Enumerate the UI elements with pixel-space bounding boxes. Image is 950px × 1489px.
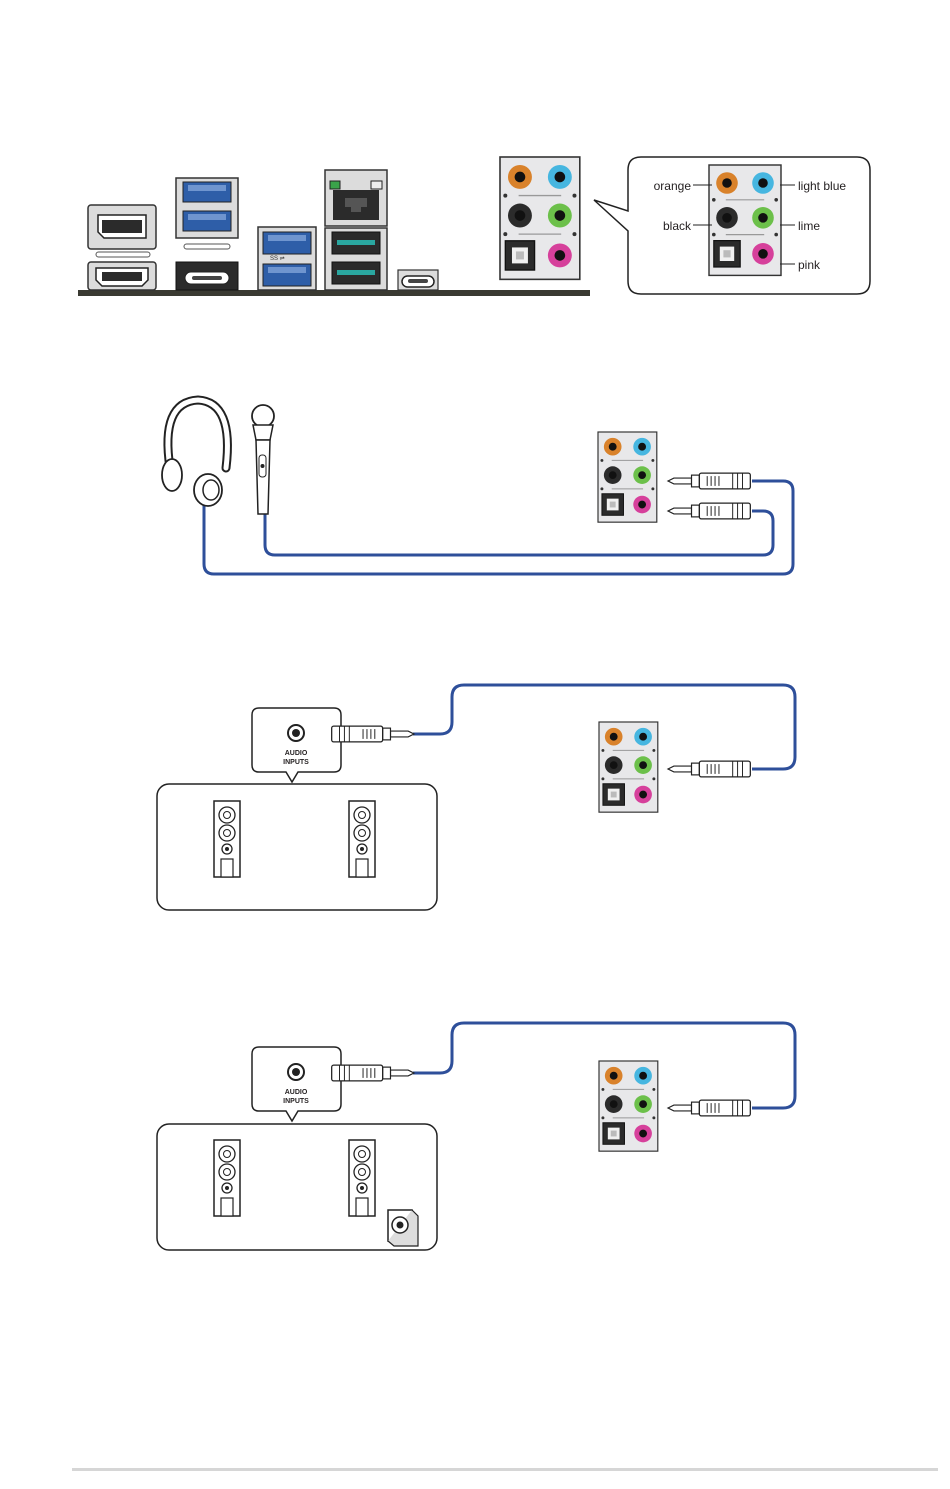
audio-plug-icon <box>668 503 750 519</box>
jack-color-legend: orange light blue black lime pink <box>594 157 870 294</box>
audio-inputs-box: AUDIO INPUTS <box>252 1047 341 1121</box>
legend-lime-label: lime <box>798 219 820 233</box>
mic-cable <box>265 511 773 555</box>
audio-plug-icon <box>668 761 750 777</box>
audio-plug-icon <box>668 473 750 489</box>
audio-jack-panel <box>598 432 657 522</box>
legend-orange-label: orange <box>654 179 692 193</box>
audio-jack-panel <box>599 722 658 812</box>
speaker-icon <box>214 801 240 877</box>
speaker-subwoofer-connection: AUDIO INPUTS <box>157 1023 795 1250</box>
subwoofer-icon <box>388 1210 418 1246</box>
audio-jack-panel <box>500 157 580 279</box>
speaker-icon <box>349 1140 375 1216</box>
microphone-icon <box>252 405 274 514</box>
dual-usb-a-icon: SS ⇌ <box>258 227 316 290</box>
audio-plug-icon <box>332 1065 414 1081</box>
speaker-icon <box>349 801 375 877</box>
legend-pink-label: pink <box>798 258 821 272</box>
usb-c-icon <box>176 262 238 290</box>
rear-io-panel: SS ⇌ <box>78 157 590 296</box>
board-edge <box>78 290 590 296</box>
audio-jack-panel <box>599 1061 658 1151</box>
audio-inputs-label-line1: AUDIO <box>285 1089 308 1096</box>
usb-c-icon <box>398 270 438 290</box>
headphones-icon <box>162 400 227 506</box>
port-divider <box>96 252 150 257</box>
audio-inputs-box: AUDIO INPUTS <box>252 708 341 782</box>
speaker-icon <box>214 1140 240 1216</box>
port-divider <box>184 244 230 249</box>
audio-plug-icon <box>332 726 414 742</box>
stereo-speaker-connection: AUDIO INPUTS <box>157 685 795 910</box>
audio-inputs-label-line2: INPUTS <box>283 1098 309 1105</box>
audio-inputs-label-line1: AUDIO <box>285 750 308 757</box>
audio-inputs-label-line2: INPUTS <box>283 759 309 766</box>
headphone-mic-connection <box>162 400 793 574</box>
hdmi-icon <box>88 262 156 290</box>
dual-usb-a-icon <box>325 228 387 290</box>
speaker-enclosure <box>157 784 437 910</box>
audio-plug-icon <box>668 1100 750 1116</box>
footer-rule <box>72 1468 938 1471</box>
headphone-cable <box>204 481 793 574</box>
ethernet-icon <box>325 170 387 226</box>
dual-usb-a-icon <box>176 178 238 238</box>
legend-black-label: black <box>663 219 692 233</box>
displayport-icon <box>88 205 156 249</box>
svg-text:SS ⇌: SS ⇌ <box>270 255 285 262</box>
legend-light-blue-label: light blue <box>798 179 846 193</box>
